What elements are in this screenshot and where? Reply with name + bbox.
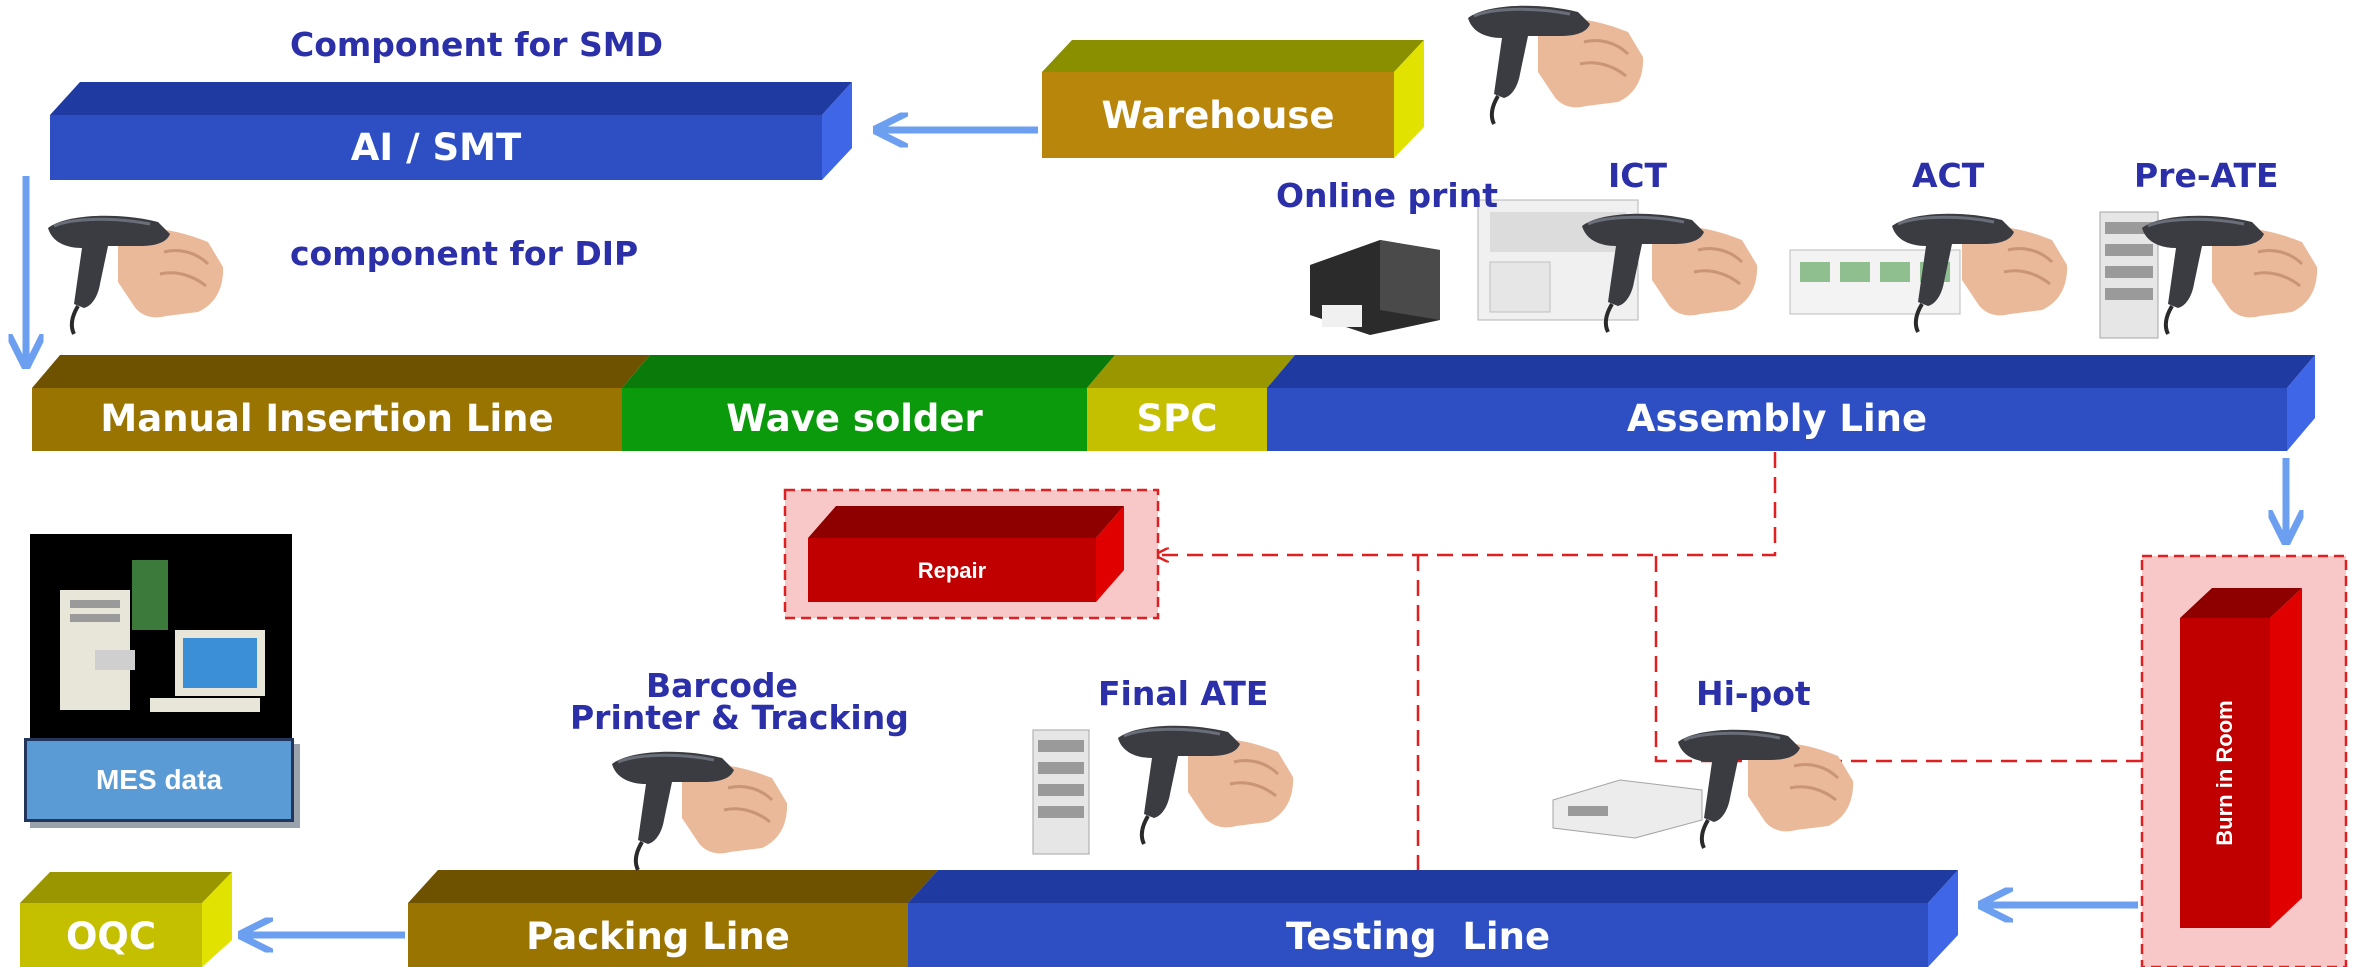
computer-icon (30, 534, 292, 744)
bottom-line (408, 870, 1958, 967)
pre-ate-label: Pre-ATE (2134, 156, 2279, 195)
component-smd-label: Component for SMD (290, 25, 663, 64)
barcode-scanner-icon (1676, 727, 1856, 850)
final-ate-label: Final ATE (1098, 674, 1269, 713)
component-dip-label: component for DIP (290, 234, 639, 273)
ate-rack-icon-final (1032, 729, 1090, 855)
warehouse-block (1042, 40, 1424, 158)
burn-in-room-block (2140, 554, 2348, 967)
act-label: ACT (1912, 156, 1985, 195)
printer-icon (1310, 240, 1440, 335)
manual-insertion-label: Manual Insertion Line (100, 397, 554, 440)
barcode-scanner-icon (2140, 213, 2320, 336)
spc-label: SPC (1136, 397, 1218, 440)
barcode-scanner-icon (46, 213, 226, 336)
packing-line-label: Packing Line (526, 915, 790, 958)
burnin-to-repair-line (1654, 555, 2142, 763)
warehouse-label: Warehouse (1101, 94, 1335, 137)
barcode-label: Barcode (646, 666, 798, 705)
printer-tracking-label: Printer & Tracking (570, 698, 909, 737)
oqc-label: OQC (65, 915, 157, 958)
online-print-label: Online print (1276, 176, 1499, 215)
repair-block (783, 488, 1160, 620)
mes-data-box: MES data (24, 738, 294, 822)
barcode-scanner-icon (610, 749, 790, 872)
burn-in-room-label: Burn in Room (2212, 700, 2237, 846)
barcode-scanner-icon (1466, 3, 1646, 126)
mes-data-label: MES data (95, 764, 223, 795)
assembly-line-label: Assembly Line (1626, 397, 1928, 440)
ict-label: ICT (1608, 156, 1668, 195)
testing-line-label: Testing Line (1285, 915, 1551, 958)
repair-label: Repair (917, 558, 987, 583)
barcode-scanner-icon (1116, 723, 1296, 846)
main-top-line (32, 355, 2315, 451)
repair-return-line (1157, 452, 1777, 555)
ai-smt-block (50, 82, 852, 180)
hipot-tester-icon (1552, 779, 1703, 839)
ai-smt-label: AI / SMT (350, 126, 522, 169)
hipot-label: Hi-pot (1696, 674, 1811, 713)
wave-solder-label: Wave solder (726, 397, 983, 440)
oqc-block (20, 872, 232, 967)
